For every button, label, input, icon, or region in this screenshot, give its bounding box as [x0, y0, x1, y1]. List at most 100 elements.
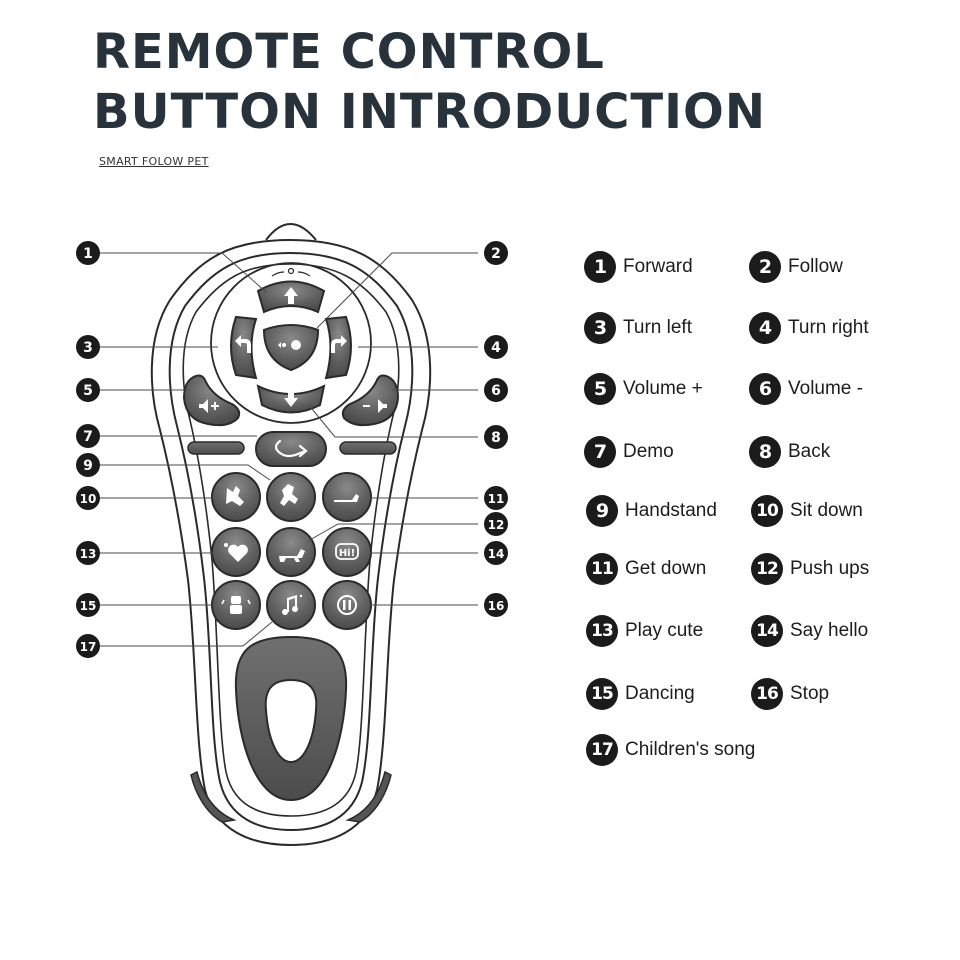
- legend-number-badge: 4: [749, 312, 781, 344]
- legend-number-badge: 9: [586, 495, 618, 527]
- legend-label: Sit down: [790, 500, 863, 521]
- push-ups-button[interactable]: [266, 527, 316, 577]
- legend-item: 4 Turn right: [749, 311, 869, 345]
- status-light-arc-left: [271, 271, 285, 277]
- callout-badge-2: 2: [484, 241, 508, 265]
- music-note-icon: [282, 594, 303, 615]
- callout-badge-1: 1: [76, 241, 100, 265]
- callout-number: 10: [80, 492, 97, 506]
- legend-number-badge: 2: [749, 251, 781, 283]
- legend-number-badge: 3: [584, 312, 616, 344]
- legend-item: 3 Turn left: [584, 311, 692, 345]
- speech-bubble-icon: [335, 543, 359, 560]
- title-line-1: REMOTE CONTROL: [93, 24, 605, 80]
- callout-number: 17: [80, 640, 97, 654]
- handstand-button[interactable]: [266, 472, 316, 522]
- demo-loop-icon: [274, 439, 308, 458]
- callout-number: 3: [83, 340, 93, 356]
- arrow-up-icon: [284, 287, 298, 304]
- legend-number-badge: 14: [751, 615, 783, 647]
- turn-left-button[interactable]: [230, 315, 258, 380]
- legend-label: Get down: [625, 558, 707, 579]
- legend-item: 9 Handstand: [586, 494, 717, 528]
- status-light: [287, 267, 295, 275]
- callout-number: 5: [83, 383, 93, 399]
- left-side-grip: [190, 770, 237, 823]
- callout-number: 15: [80, 599, 97, 613]
- callout-badge-5: 5: [76, 378, 100, 402]
- legend-label: Follow: [788, 256, 843, 277]
- right-bar: [339, 441, 397, 455]
- legend-number-badge: 11: [586, 553, 618, 585]
- legend-label: Turn right: [788, 317, 869, 338]
- legend-item: 2 Follow: [749, 250, 843, 284]
- legend-label: Say hello: [790, 620, 869, 641]
- legend-number-badge: 17: [586, 734, 618, 766]
- forward-button[interactable]: [256, 280, 326, 314]
- demo-button[interactable]: [255, 431, 327, 467]
- sitting-dog-icon: [226, 486, 244, 506]
- lying-dog-icon: [334, 494, 359, 502]
- callout-number: 8: [491, 430, 501, 446]
- legend-number-badge: 8: [749, 436, 781, 468]
- turn-right-button[interactable]: [324, 315, 352, 380]
- volume-down-button[interactable]: [341, 374, 400, 427]
- callout-badge-7: 7: [76, 424, 100, 448]
- legend-label: Turn left: [623, 317, 692, 338]
- volume-minus-icon: [363, 399, 387, 413]
- callout-number: 1: [83, 246, 93, 262]
- legend-number-badge: 1: [584, 251, 616, 283]
- turn-right-arrow-icon: [331, 335, 347, 353]
- status-light-arc-right: [297, 271, 311, 277]
- follow-icon: [278, 340, 301, 350]
- callout-badge-4: 4: [484, 335, 508, 359]
- left-bar: [187, 441, 245, 455]
- right-side-grip: [345, 770, 392, 823]
- callout-number: 2: [491, 246, 501, 262]
- childrens-song-button[interactable]: [266, 580, 316, 630]
- volume-up-button[interactable]: [182, 374, 241, 427]
- callout-lines: [100, 252, 478, 647]
- play-cute-button[interactable]: [211, 527, 261, 577]
- get-down-button[interactable]: [322, 472, 372, 522]
- legend-label: Volume -: [788, 378, 863, 399]
- remote-outer-shell: [150, 238, 432, 847]
- follow-button[interactable]: [262, 324, 320, 372]
- heart-icon: [228, 544, 248, 562]
- callout-number: 7: [83, 429, 93, 445]
- stop-button[interactable]: [322, 580, 372, 630]
- legend-label: Play cute: [625, 620, 704, 641]
- callout-badge-15: 15: [76, 593, 100, 617]
- callout-number: 14: [488, 547, 505, 561]
- pause-icon: [337, 595, 357, 615]
- legend-label: Dancing: [625, 683, 695, 704]
- turn-left-arrow-icon: [235, 335, 251, 353]
- dancing-button[interactable]: [211, 580, 261, 630]
- callout-badge-9: 9: [76, 453, 100, 477]
- legend-label: Handstand: [625, 500, 717, 521]
- subtitle: SMART FOLOW PET: [99, 155, 209, 168]
- legend-item: 13 Play cute: [586, 614, 703, 648]
- sit-down-button[interactable]: [211, 472, 261, 522]
- callout-badge-12: 12: [484, 512, 508, 536]
- callout-badge-10: 10: [76, 486, 100, 510]
- push-up-dog-icon: [279, 549, 305, 562]
- legend-number-badge: 13: [586, 615, 618, 647]
- legend-number-badge: 7: [584, 436, 616, 468]
- hello-button-text: Hi!: [339, 548, 355, 559]
- page-title: REMOTE CONTROL BUTTON INTRODUCTION: [93, 22, 766, 142]
- handstand-dog-icon: [280, 484, 298, 506]
- legend-label: Stop: [790, 683, 830, 704]
- volume-plus-icon: [199, 399, 219, 413]
- back-button[interactable]: [256, 384, 326, 414]
- say-hello-button[interactable]: Hi!: [322, 527, 372, 577]
- legend-label: Back: [788, 441, 831, 462]
